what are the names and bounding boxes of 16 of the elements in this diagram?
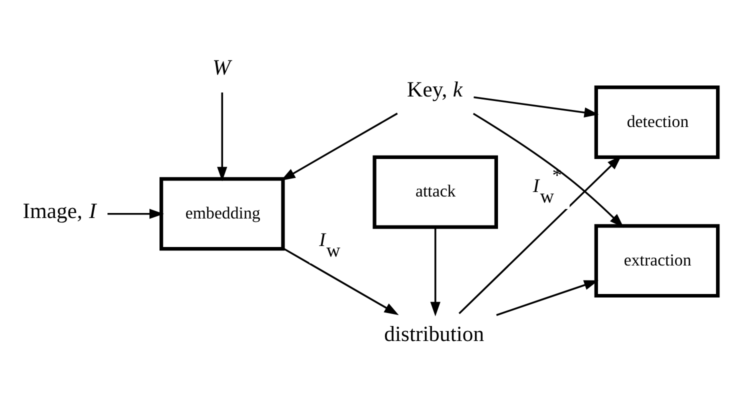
node-box: detection [594, 86, 720, 160]
arrow [217, 92, 228, 182]
arrow [472, 112, 624, 228]
node-text: Key, k [407, 77, 462, 102]
node-text: Image, I [22, 198, 96, 223]
arrow [108, 208, 164, 219]
arrow [496, 280, 599, 316]
arrow [280, 112, 398, 181]
node-box: attack [372, 155, 498, 229]
node-text: distribution [384, 322, 484, 346]
arrow [282, 248, 399, 316]
node-box: extraction [594, 224, 720, 298]
arrow [474, 96, 599, 118]
node-box: embedding [160, 177, 285, 251]
arrow [430, 227, 440, 316]
node-text: W [212, 56, 231, 80]
